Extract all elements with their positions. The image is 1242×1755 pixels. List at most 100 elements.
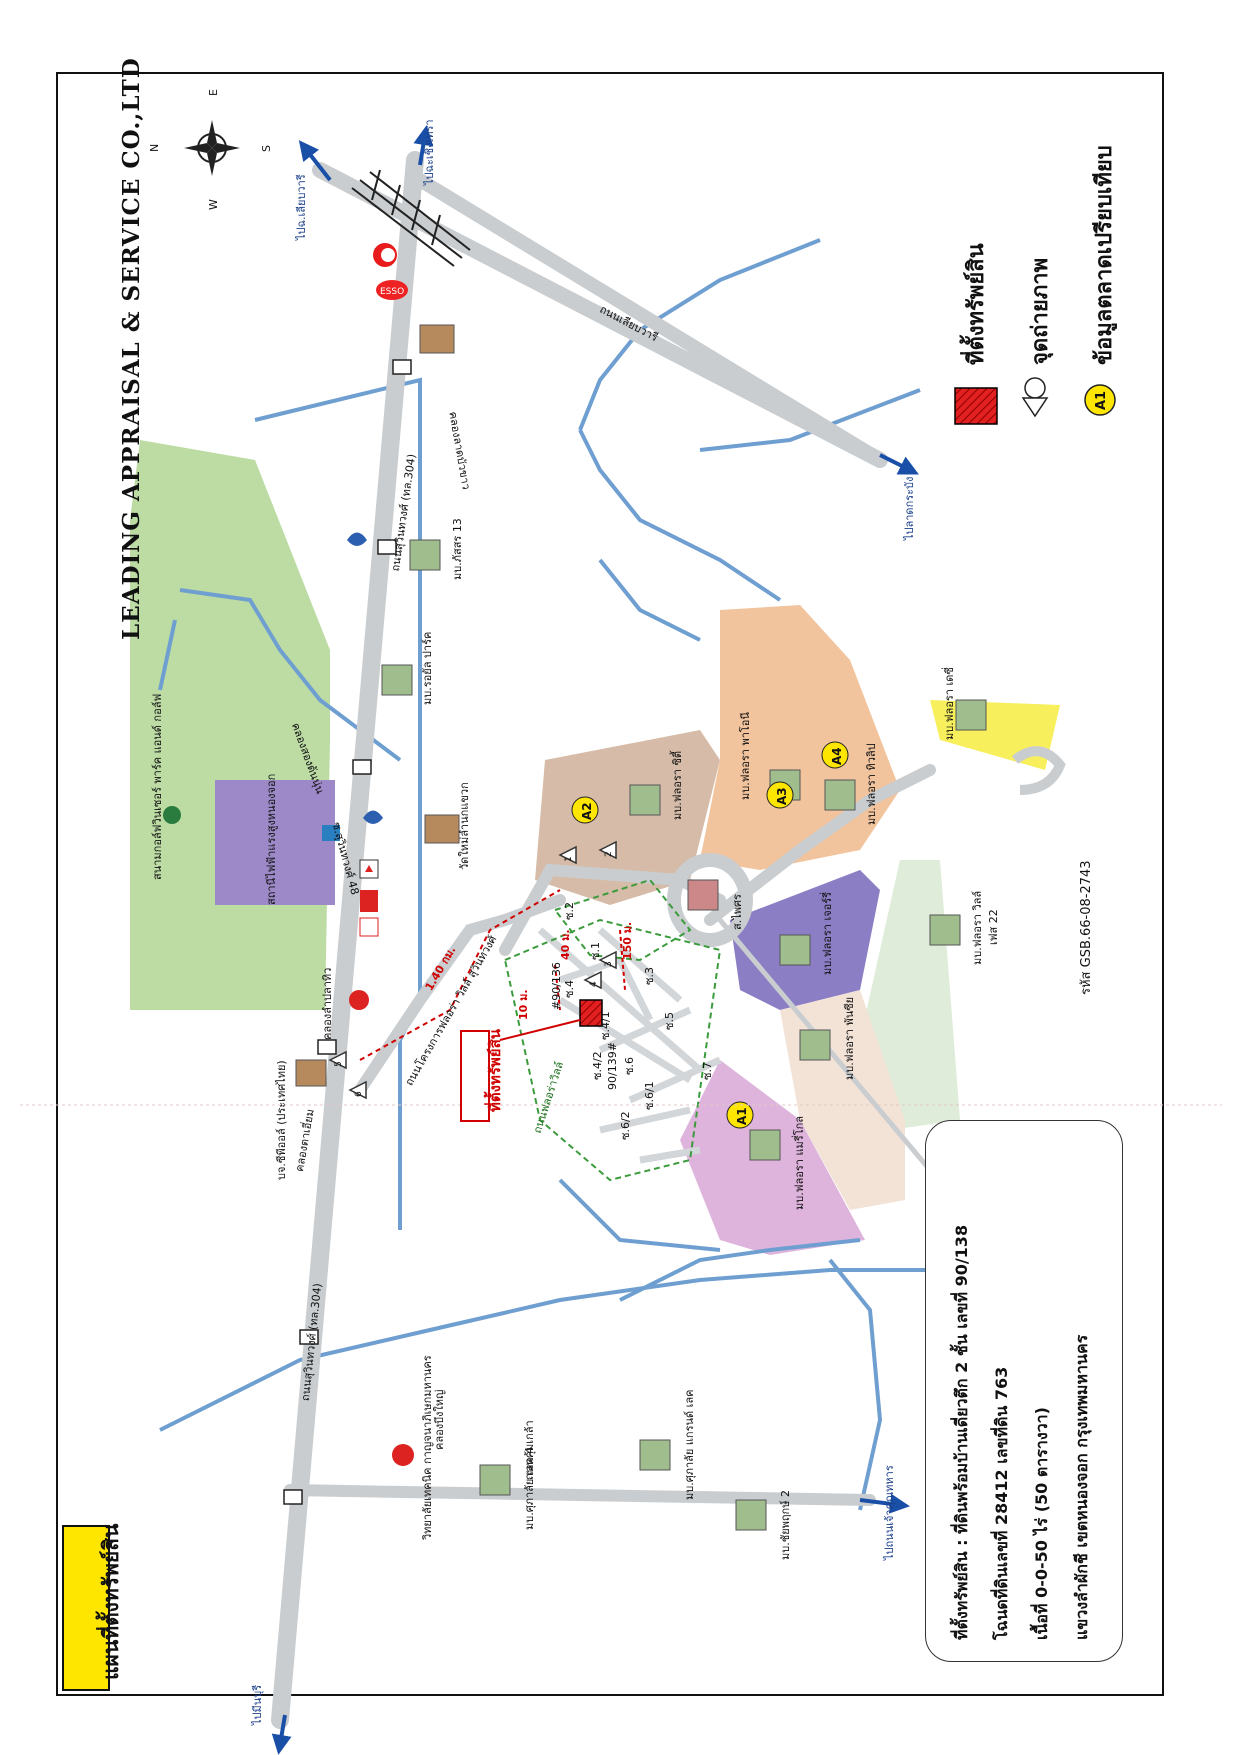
place-flora-paeony: มบ.ฟลอรา พาโอนี (739, 712, 752, 800)
road-railway-side (312, 162, 888, 468)
soi-5: ซ.5 (663, 1012, 676, 1030)
bridge-5 (299, 1329, 319, 1345)
compass-icon (184, 120, 240, 176)
place-roundabout: ส.ไพศร (731, 894, 744, 930)
house-icons (381, 539, 987, 1531)
house-icon-marigold (749, 1129, 781, 1161)
esso-icon (376, 280, 408, 300)
road-khumklao (284, 1484, 876, 1506)
canal-8 (558, 1178, 721, 1252)
place-college: วิทยาลัยเทคนิค กาญจนาภิเษกมหานคร (421, 1355, 434, 1540)
distance-150m (619, 929, 626, 991)
market-markers (571, 741, 849, 1129)
compass-s: S (260, 145, 273, 152)
property-info-line2: โฉนดที่ดินเลขที่ 28412 เลขที่ดิน 763 (992, 1366, 1011, 1640)
photo-point-4: 4 (589, 981, 599, 987)
compass-w: W (207, 199, 220, 210)
house-icon-daisy (955, 699, 987, 731)
house-icon-phatsorn (409, 539, 441, 571)
company-name: LEADING APPRAISAL & SERVICE CO.,LTD (118, 57, 145, 640)
legend-photo-label: จุดถ่ายภาพ (1028, 257, 1053, 365)
distance-line (359, 889, 561, 1061)
soi-6-2: ซ.6/2 (619, 1111, 632, 1140)
place-chaiyapruek: มบ.ชัยพฤกษ์ 2 (779, 1490, 792, 1560)
legend-subject-symbol (954, 387, 998, 425)
roads (271, 151, 936, 1729)
railway (351, 169, 471, 267)
marker-a4-icon (821, 741, 849, 769)
isuzu-icon (360, 890, 378, 912)
svg-text:ESSO: ESSO (380, 287, 404, 297)
subject-label-box (460, 1030, 490, 1122)
project-boundary (503, 918, 722, 1182)
substation-area (215, 780, 335, 905)
canal-1 (179, 588, 402, 762)
place-flora-daisy: มบ.ฟลอรา เดซี่ (943, 667, 956, 740)
house-icon-supalai-grand (639, 1439, 671, 1471)
legend-photo-icon (1021, 377, 1049, 418)
project-boundary-2 (553, 878, 692, 962)
canal-2 (158, 619, 177, 691)
canal-3 (578, 429, 782, 602)
house-icon-pansy (799, 1029, 831, 1061)
photo-point-4-icon (583, 970, 602, 990)
bridge-4 (317, 1039, 337, 1055)
photo-point-6-icon (348, 1080, 367, 1100)
soi-4-1: ซ.4/1 (599, 1011, 612, 1040)
temple-icon (424, 814, 460, 844)
marker-a3-icon (766, 781, 794, 809)
compass-e: E (207, 89, 220, 96)
photo-point-5-icon (328, 1050, 347, 1070)
road-suwinthawong (271, 151, 424, 1729)
photo-point-1-icon (558, 845, 577, 865)
landmark-logos: ESSO (163, 243, 414, 1466)
canal-9 (828, 1258, 883, 1511)
arrow-chachoengsao (413, 125, 434, 166)
legend-marker-icon (1084, 384, 1116, 416)
mg-icon (349, 990, 369, 1010)
arrow-latkrabang (879, 453, 919, 475)
canal-6 (598, 558, 701, 642)
factory-icon (419, 324, 455, 354)
house-icon-jerry (779, 934, 811, 966)
place-temple: วัดใหม่ลำนกแขวก (458, 782, 471, 870)
dir-ramintra: ไปถนนเจ้าคุณทหาร (883, 1465, 896, 1560)
subject-leader (499, 1019, 581, 1041)
arrow-minburi (271, 1714, 292, 1755)
place-flora-tulip: มบ.ฟลอรา ทิวลิป (865, 743, 878, 825)
zone-flora-paeony (700, 605, 900, 870)
road-daisy-loop (1011, 746, 1066, 795)
canal-7 (619, 1238, 861, 1302)
place-phase22: เฟส 22 (987, 909, 1000, 945)
college-icon (392, 1444, 414, 1466)
soi-4-2: ซ.4/2 (591, 1051, 604, 1080)
road-kloy (413, 173, 887, 467)
bank-icon (322, 825, 340, 841)
distance-40m-label: 40 ม. (559, 929, 572, 960)
building-icons (295, 324, 719, 1087)
soi-4: ซ.4 (563, 980, 576, 998)
place-flora-pansy: มบ.ฟลอรา พันซีย (843, 996, 856, 1080)
zone-flora-city (535, 730, 720, 905)
map-title-box (62, 1525, 110, 1691)
house-icon-tulip (824, 779, 856, 811)
place-supalai-grand: มบ.ศุภาลัย แกรนด์ เลค (683, 1389, 696, 1501)
photo-point-3-icon (598, 950, 617, 970)
bridge-1 (392, 359, 412, 375)
legend-marker-text: A1 (1094, 390, 1109, 410)
property-info-line1: ที่ตั้งทรัพย์สิน : ที่ดินพร้อมบ้านเดี่ยว… (952, 1224, 971, 1640)
soi-1: ซ.1 (589, 942, 602, 960)
dir-latkrabang: ไปลาดกระบัง (903, 476, 916, 540)
distance-40m (554, 964, 561, 1011)
house-icon-chaiyapruek (735, 1499, 767, 1531)
roundabout (667, 853, 753, 947)
place-golf: สนามกอล์ฟวินเซอร์ พาร์ค แอนด์ กอล์ฟ (151, 693, 164, 880)
legend-subject-label: ที่ตั้งทรัพย์สิน (964, 243, 989, 365)
road-east-branch (704, 764, 936, 926)
bridge-2 (377, 539, 397, 555)
canal-bungyai (159, 1268, 1060, 1432)
bridge-6 (283, 1489, 303, 1505)
dir-chonburi: ไปฉ.เลียบวารี (295, 174, 308, 240)
soi-6: ซ.6 (623, 1057, 636, 1075)
dir-chachoengsao: ไปฉะเชิงเทรา (423, 119, 436, 185)
